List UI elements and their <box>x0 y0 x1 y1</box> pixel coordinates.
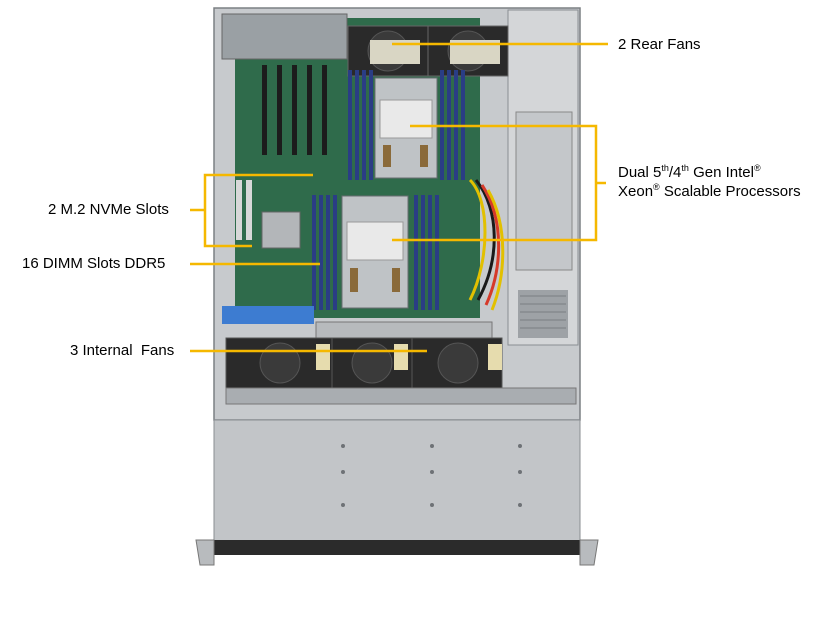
processors-text-e: Scalable Processors <box>659 183 801 200</box>
nvme-text: 2 M.2 NVMe Slots <box>48 201 169 218</box>
m2-slot-1 <box>236 180 242 240</box>
front-handle-left <box>195 539 215 566</box>
chipset-heatsink <box>261 211 301 249</box>
fan-tray-rail <box>225 387 577 405</box>
rear-fans-label: 2 Rear Fans <box>618 36 701 54</box>
processors-sup-4: ® <box>653 182 660 192</box>
callout-lines <box>190 42 608 353</box>
rear-fans <box>347 25 509 77</box>
processors-text-a: Dual 5 <box>618 164 662 181</box>
processors-label: Dual 5th/4th Gen Intel® Xeon® Scalable P… <box>618 163 801 202</box>
fan-bracket <box>315 321 493 339</box>
processors-sup-2: th <box>681 163 689 173</box>
cpu-heatsink-1 <box>374 77 438 179</box>
m2-slot-2 <box>246 180 252 240</box>
processors-text-b: /4 <box>668 164 682 181</box>
air-shroud <box>222 306 314 324</box>
internal-fans-label: 3 Internal Fans <box>70 342 174 360</box>
processors-line-2: Xeon® Scalable Processors <box>618 182 801 202</box>
internal-fans-text: 3 Internal Fans <box>70 342 175 359</box>
rear-fans-text: 2 Rear Fans <box>618 36 701 53</box>
processors-sup-3: ® <box>753 163 761 173</box>
pcie-slots <box>262 65 327 155</box>
processors-text-c: Gen Intel <box>688 164 754 181</box>
processors-text-d: Xeon <box>618 183 654 200</box>
processors-line-1: Dual 5th/4th Gen Intel® <box>618 163 801 183</box>
psu-module <box>515 111 573 271</box>
power-cables <box>468 178 505 311</box>
nvme-label: 2 M.2 NVMe Slots <box>48 201 169 219</box>
internal-fans <box>225 337 503 389</box>
front-drive-bay <box>213 419 581 546</box>
io-shield <box>221 13 348 60</box>
front-handle-right <box>579 539 599 566</box>
psu-vent <box>518 290 568 338</box>
dimm-label: 16 DIMM Slots DDR5 <box>22 255 165 273</box>
cpu-heatsink-2 <box>341 195 409 309</box>
front-bay-screws <box>341 444 522 507</box>
front-bezel <box>214 540 580 555</box>
processors-sup-1: th <box>661 163 669 173</box>
dimm-text: 16 DIMM Slots DDR5 <box>22 255 166 272</box>
